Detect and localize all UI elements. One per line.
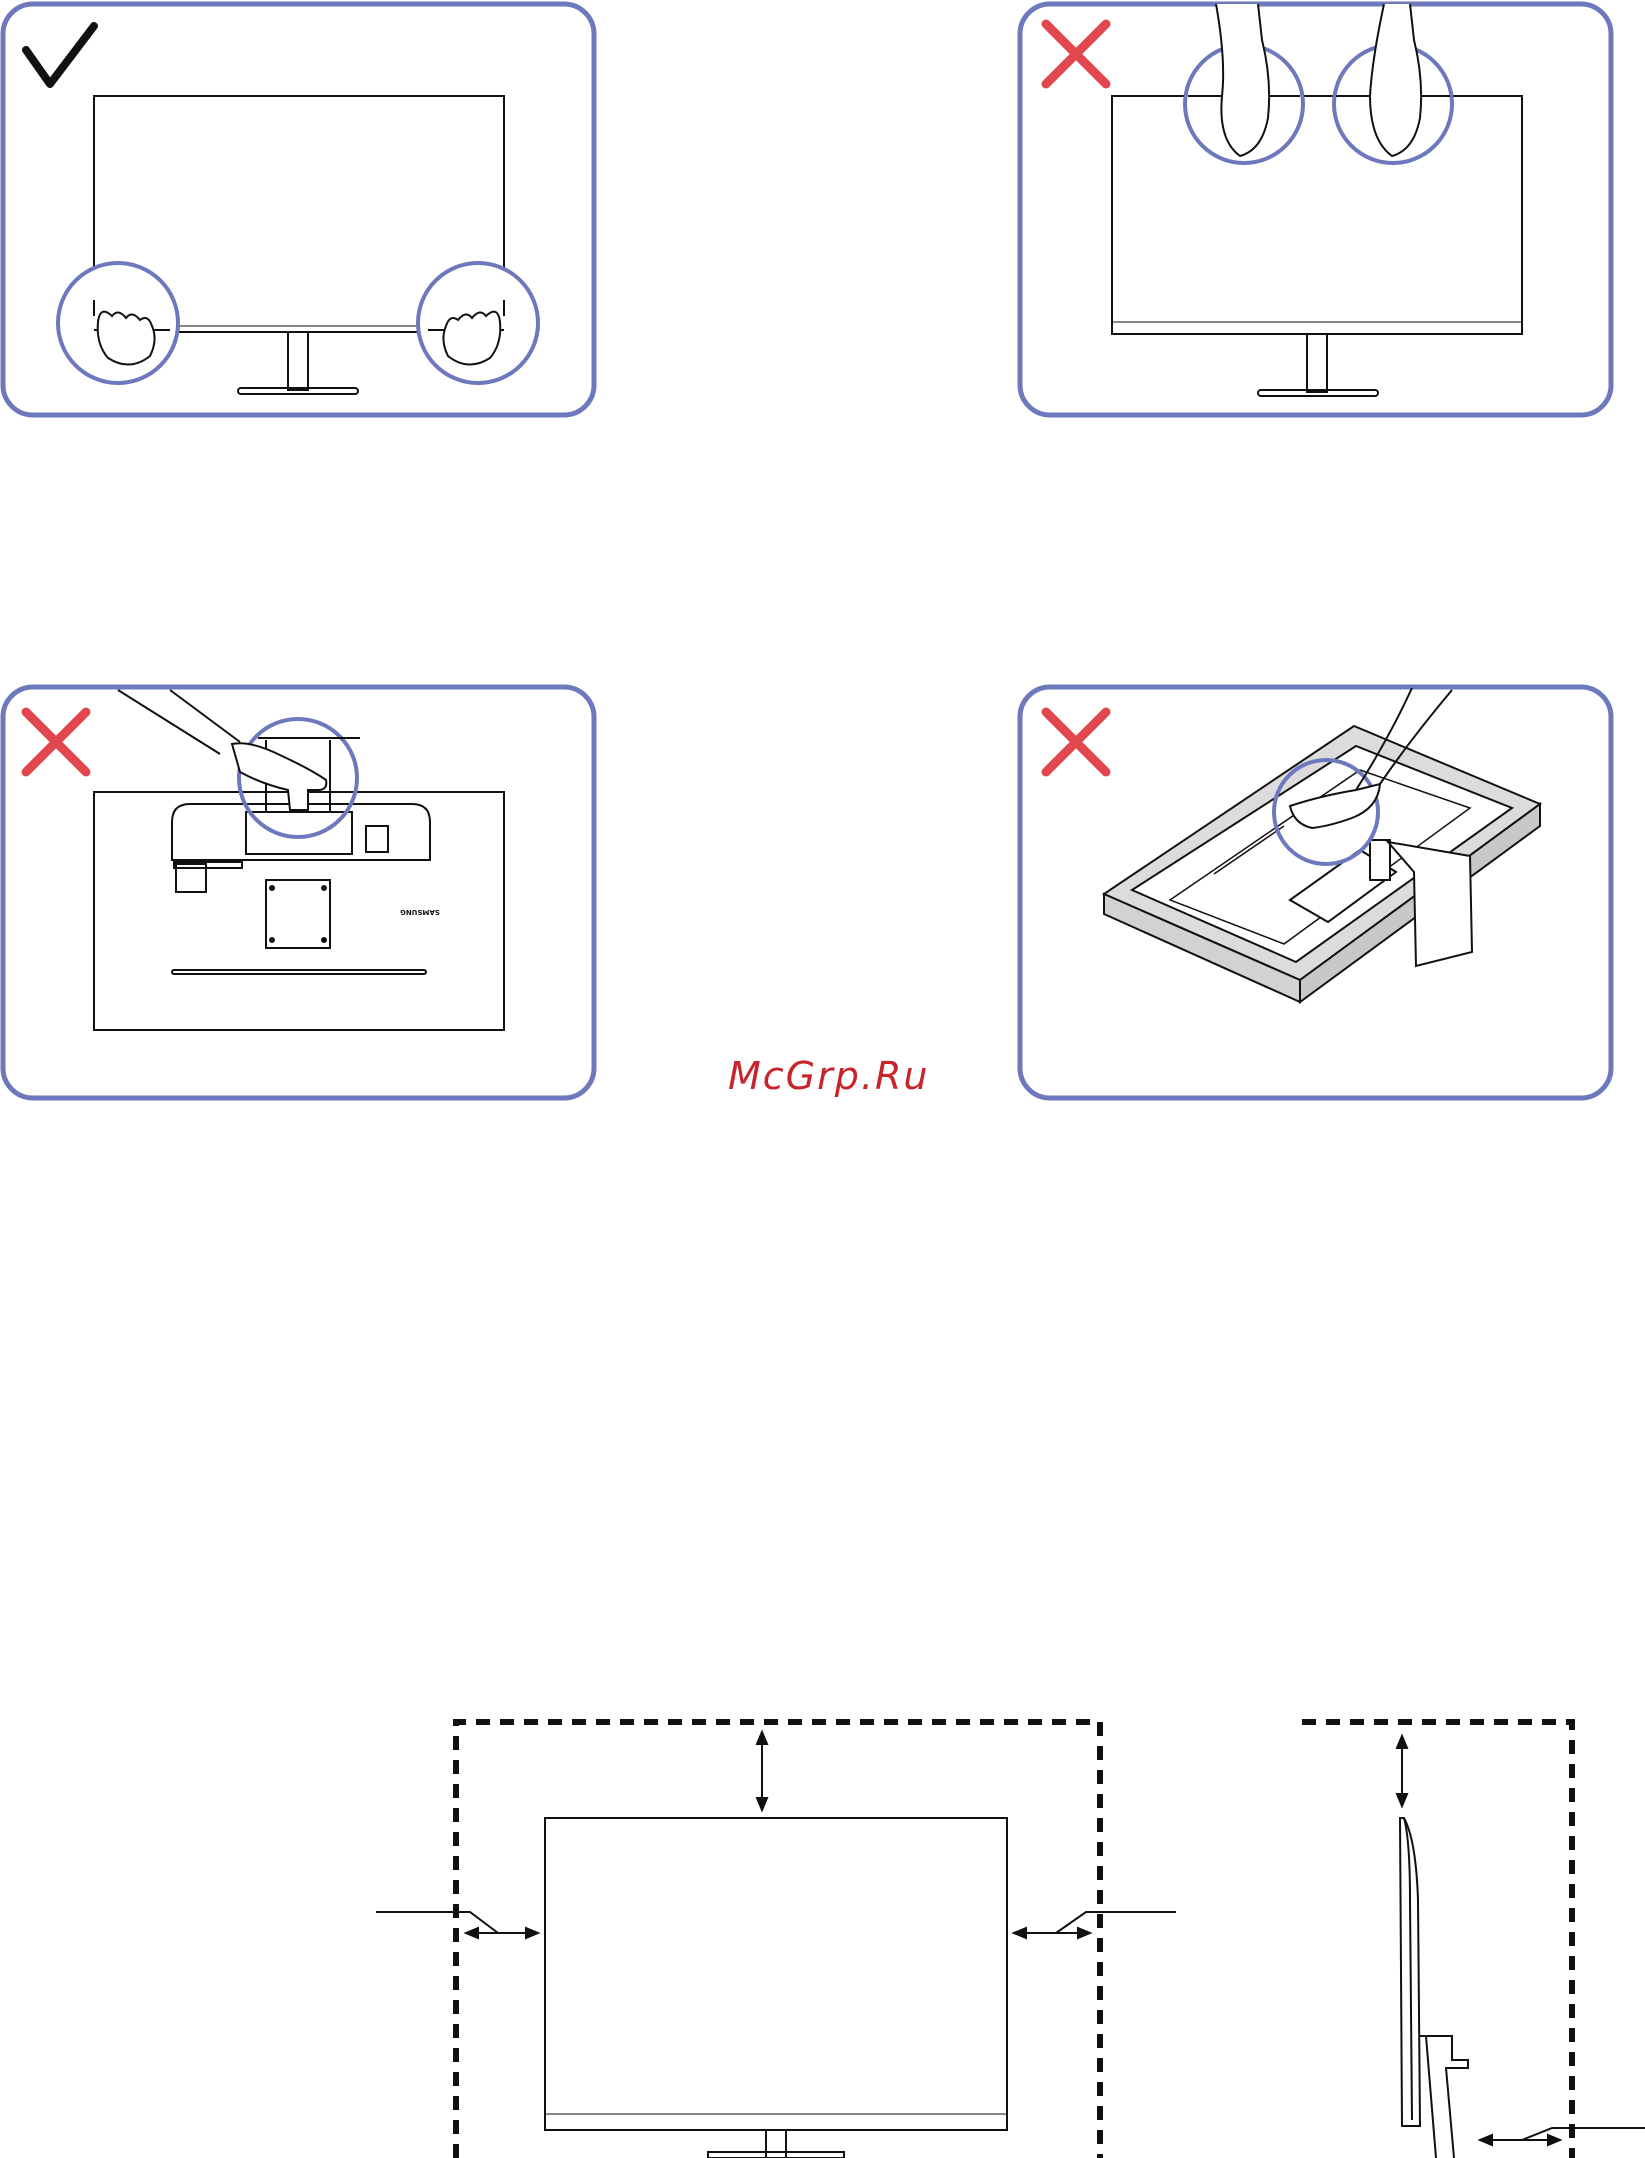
hand-top-right-icon <box>1334 4 1452 163</box>
brand-logo: SAMSUNG <box>400 908 440 916</box>
clearance-front-view <box>376 1722 1176 2158</box>
clearance-side-view <box>1302 1722 1645 2158</box>
monitor-side-illustration <box>1400 1818 1468 2158</box>
clearance-arrow-rear <box>1480 2128 1645 2145</box>
monitor-front-illustration <box>1112 96 1522 396</box>
panel-hold-bottom-correct <box>3 4 594 415</box>
clearance-arrow-right <box>1014 1912 1176 1938</box>
panel-press-back-wrong <box>1020 687 1611 1098</box>
checkmark-icon <box>26 26 94 84</box>
clearance-boundary <box>1302 1722 1572 2158</box>
hand-right-icon <box>418 263 538 383</box>
monitor-back-illustration <box>94 792 504 1030</box>
clearance-arrow-top <box>1397 1736 1407 1806</box>
clearance-arrow-top <box>757 1732 767 1810</box>
watermark-text: McGrp.Ru <box>728 1054 929 1098</box>
panel-frame <box>3 687 594 1098</box>
panel-hold-stand-wrong: SAMSUNG <box>3 687 594 1098</box>
hand-left-icon <box>58 263 178 383</box>
hand-grabbing-stand-icon <box>118 690 360 837</box>
cross-icon <box>26 712 86 772</box>
monitor-front-illustration <box>545 1818 1007 2158</box>
hand-top-left-icon <box>1185 4 1303 163</box>
panel-hold-top-wrong <box>1020 4 1611 415</box>
clearance-boundary <box>456 1722 1100 2158</box>
cross-icon <box>1046 712 1106 772</box>
cross-icon <box>1046 24 1106 84</box>
